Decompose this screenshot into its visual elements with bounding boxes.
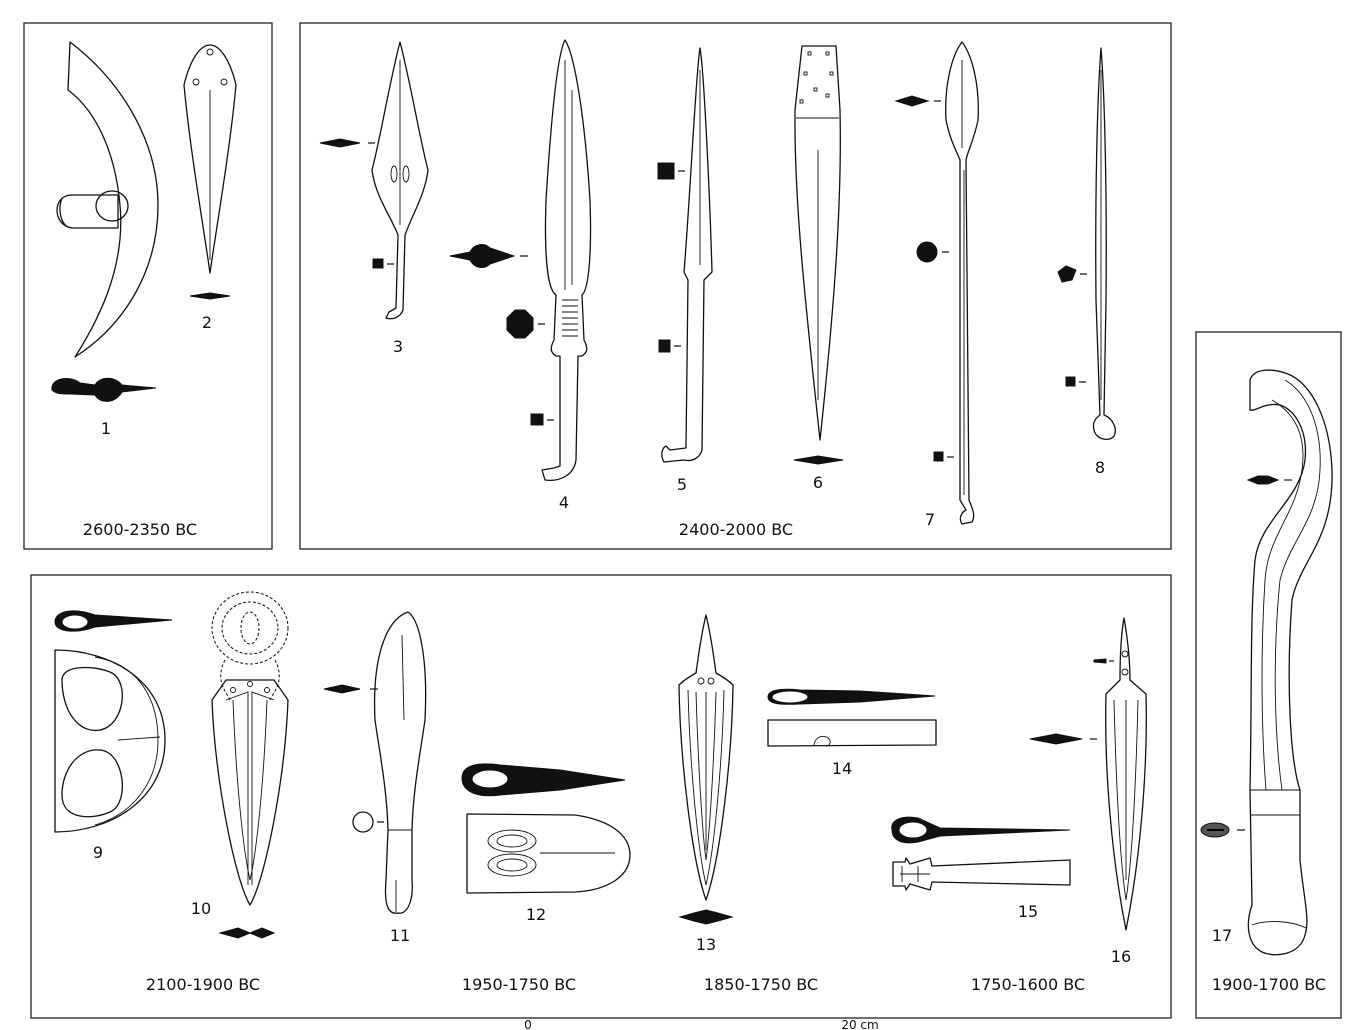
artefact-12-label: 12 <box>526 905 546 924</box>
artefact-9-label: 9 <box>93 843 103 862</box>
artefact-4-drawing <box>449 39 592 481</box>
artefact-11-drawing <box>323 611 427 914</box>
artefact-5-drawing <box>657 47 713 463</box>
artefact-14-drawing <box>767 688 937 747</box>
panel-c-period-4: 1750-1600 BC <box>971 975 1085 994</box>
artefact-13-label: 13 <box>696 935 716 954</box>
artefact-17-label: 17 <box>1212 926 1232 945</box>
artefact-11-label: 11 <box>390 926 410 945</box>
panel-a-frame <box>23 22 273 550</box>
artefact-1-label: 1 <box>101 419 111 438</box>
artefact-13-drawing <box>678 614 734 925</box>
panel-c-period-1: 2100-1900 BC <box>146 975 260 994</box>
artefact-4-label: 4 <box>559 493 569 512</box>
scale-end-label: 20 cm <box>841 1018 878 1030</box>
artefact-10-drawing <box>211 591 289 939</box>
artefact-7-drawing <box>894 41 979 525</box>
panel-b-frame <box>299 22 1172 550</box>
artefact-15-label: 15 <box>1018 902 1038 921</box>
artefact-17-drawing <box>1200 369 1333 956</box>
scale-start-label: 0 <box>524 1018 532 1030</box>
artefact-14-label: 14 <box>832 759 852 778</box>
artefact-1-drawing <box>51 41 159 402</box>
artefact-7-label: 7 <box>925 510 935 529</box>
artefact-2-label: 2 <box>202 313 212 332</box>
artefact-6-drawing <box>793 45 844 465</box>
panel-d-frame <box>1195 331 1342 1019</box>
artefact-2-drawing <box>183 44 237 300</box>
artefact-6-label: 6 <box>813 473 823 492</box>
artefact-10-label: 10 <box>191 899 211 918</box>
artefact-16-drawing <box>1029 617 1147 931</box>
artefact-5-label: 5 <box>677 475 687 494</box>
panel-c-period-3: 1850-1750 BC <box>704 975 818 994</box>
artefact-16-label: 16 <box>1111 947 1131 966</box>
panel-c-period-2: 1950-1750 BC <box>462 975 576 994</box>
artefact-8-label: 8 <box>1095 458 1105 477</box>
artefact-3-drawing <box>319 41 429 320</box>
artefact-8-drawing <box>1057 47 1116 441</box>
artefact-15-drawing <box>891 816 1071 891</box>
artefact-3-label: 3 <box>393 337 403 356</box>
artefact-9-drawing <box>54 610 173 833</box>
panel-c-frame <box>30 574 1172 1019</box>
panel-d-period: 1900-1700 BC <box>1212 975 1326 994</box>
artefact-12-drawing <box>461 763 631 894</box>
panel-a-period: 2600-2350 BC <box>83 520 197 539</box>
panel-b-period: 2400-2000 BC <box>679 520 793 539</box>
